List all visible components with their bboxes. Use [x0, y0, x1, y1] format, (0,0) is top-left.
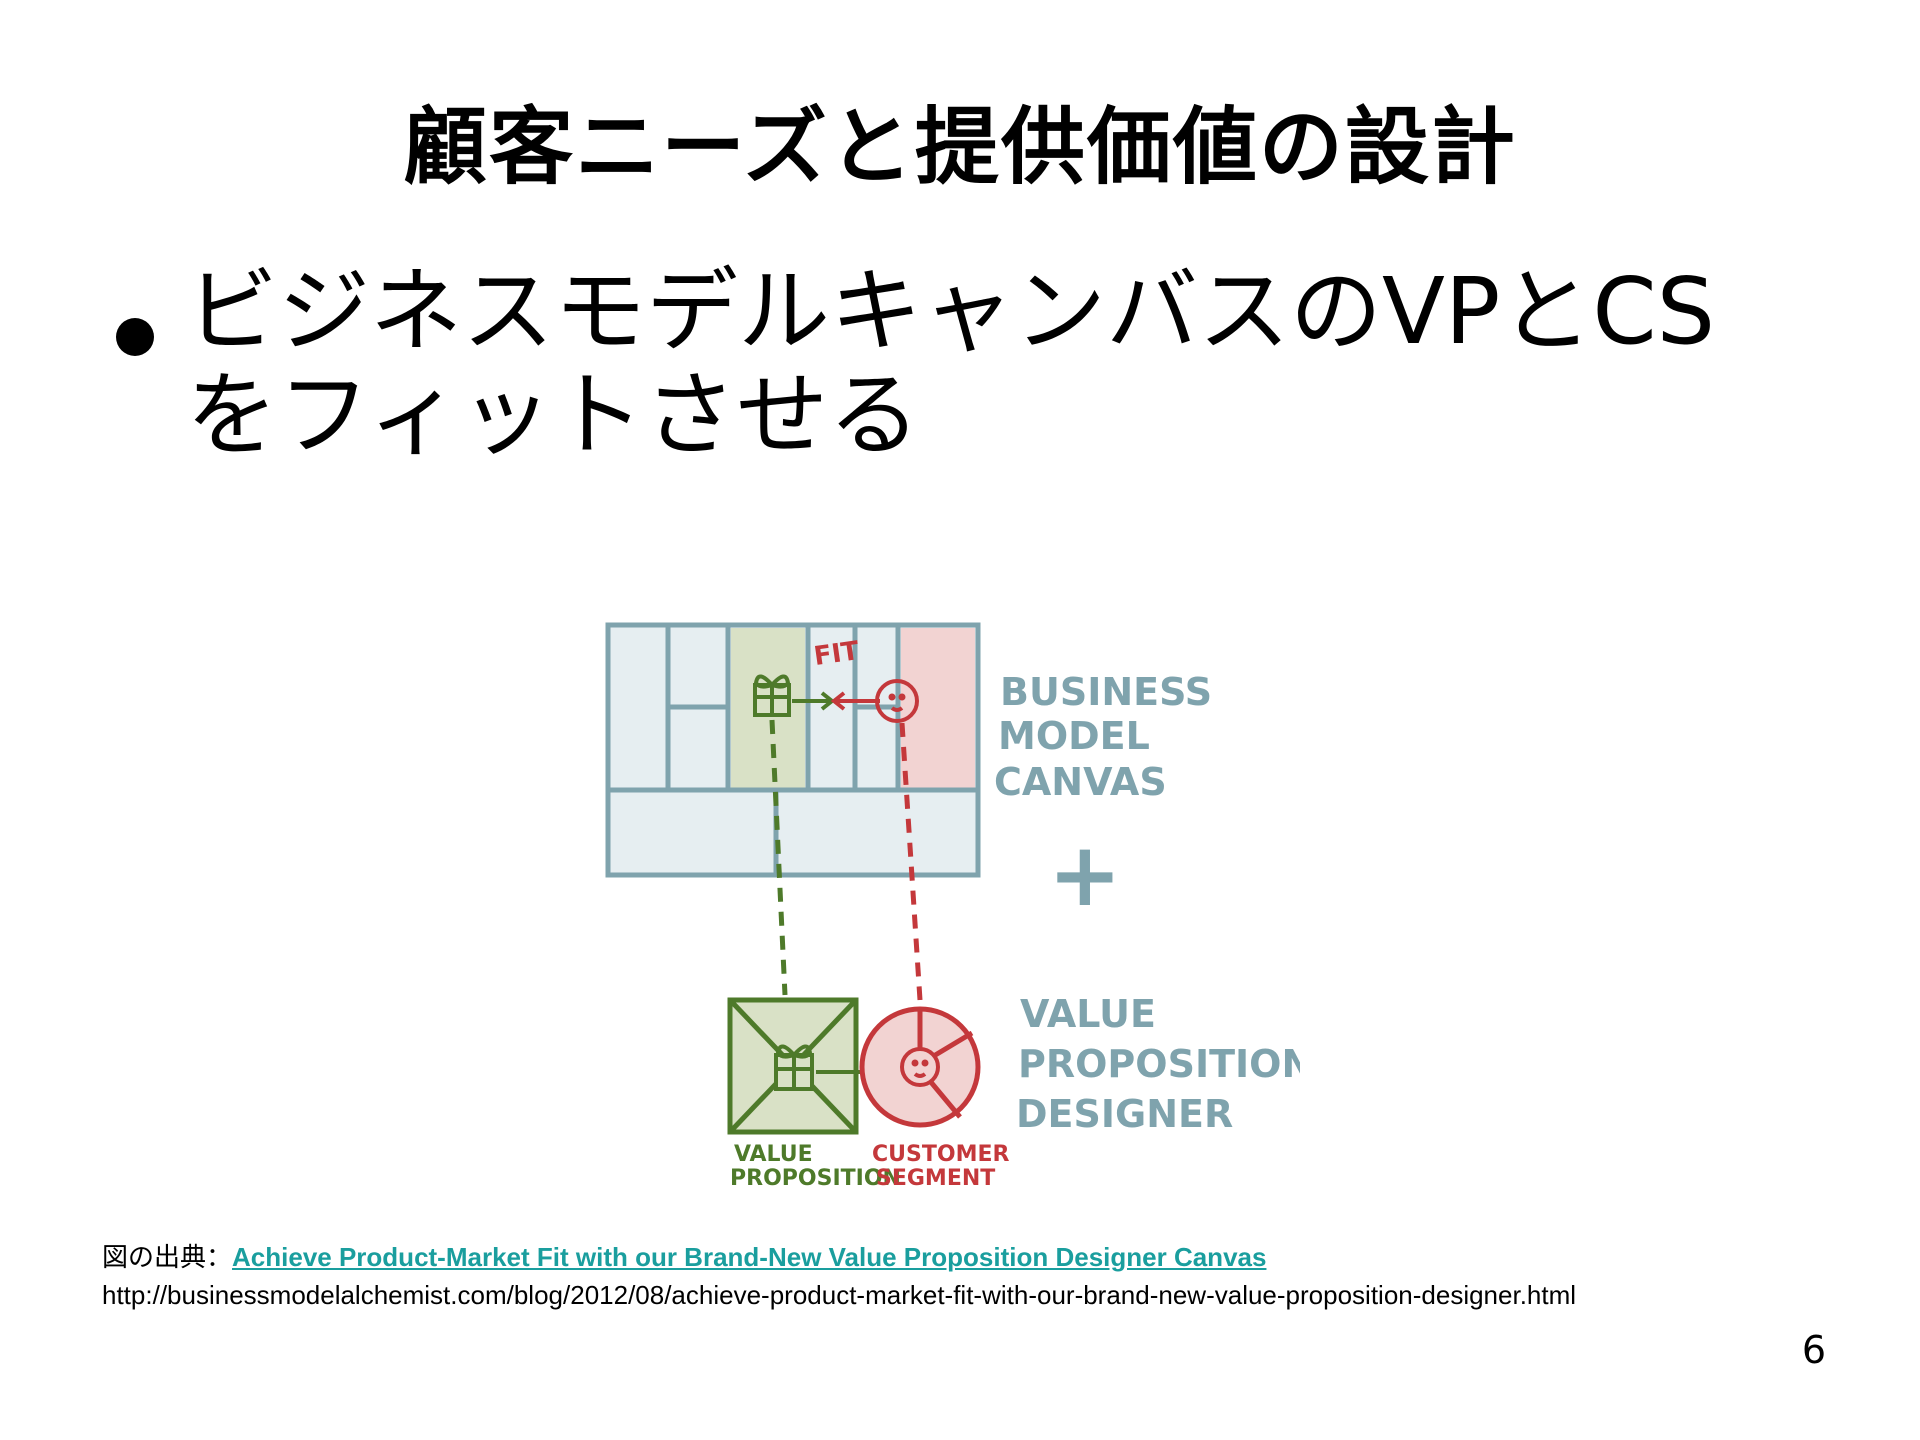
- bmc-label: BUSINESS MODEL CANVAS: [994, 670, 1212, 804]
- bullet-dot: [116, 318, 154, 356]
- svg-text:CANVAS: CANVAS: [994, 760, 1167, 804]
- svg-text:VALUE: VALUE: [734, 1142, 813, 1167]
- vp-dashed-connector: [769, 719, 788, 996]
- gift-icon-vp: [774, 1044, 814, 1091]
- svg-text:MODEL: MODEL: [998, 714, 1150, 758]
- slide-title: 顧客ニーズと提供価値の設計: [403, 98, 1517, 196]
- bullet-item: ビジネスモデルキャンバスのVPとCSをフィットさせる: [116, 260, 1816, 468]
- vpd-label: VALUE PROPOSITION DESIGNER: [1016, 992, 1313, 1136]
- vp-column-highlight: [731, 628, 805, 788]
- svg-text:SEGMENT: SEGMENT: [876, 1166, 995, 1191]
- customer-face-icon-cs: [900, 1047, 940, 1087]
- svg-text:BUSINESS: BUSINESS: [1000, 670, 1212, 714]
- plus-sign: +: [1048, 823, 1122, 926]
- svg-text:VALUE: VALUE: [1020, 992, 1156, 1036]
- svg-text:DESIGNER: DESIGNER: [1016, 1092, 1233, 1136]
- fit-arrows: [792, 691, 880, 711]
- source-link[interactable]: Achieve Product-Market Fit with our Bran…: [232, 1242, 1267, 1272]
- gift-icon: [753, 674, 791, 717]
- svg-text:PROPOSITION: PROPOSITION: [730, 1166, 901, 1191]
- illustration-svg: FIT BUSINESS MODEL CANVAS +: [605, 622, 1313, 1191]
- customer-face-icon: [875, 679, 919, 723]
- cs-column-highlight: [901, 628, 975, 788]
- vpd-illustration: FIT BUSINESS MODEL CANVAS +: [580, 605, 1313, 1195]
- vp-label: VALUE PROPOSITION: [730, 1142, 901, 1191]
- fit-label: FIT: [812, 636, 861, 672]
- svg-text:CUSTOMER: CUSTOMER: [872, 1142, 1009, 1167]
- source-prefix: 図の出典：: [102, 1242, 233, 1272]
- svg-text:PROPOSITION: PROPOSITION: [1018, 1042, 1300, 1086]
- figure-source: 図の出典：Achieve Product-Market Fit with our…: [102, 1238, 1862, 1314]
- source-line: 図の出典：Achieve Product-Market Fit with our…: [102, 1238, 1862, 1276]
- bullet-text: ビジネスモデルキャンバスのVPとCSをフィットさせる: [186, 258, 1716, 469]
- source-url: http://businessmodelalchemist.com/blog/2…: [102, 1280, 1577, 1310]
- cs-label: CUSTOMER SEGMENT: [872, 1142, 1009, 1191]
- page-number: 6: [1801, 1328, 1826, 1372]
